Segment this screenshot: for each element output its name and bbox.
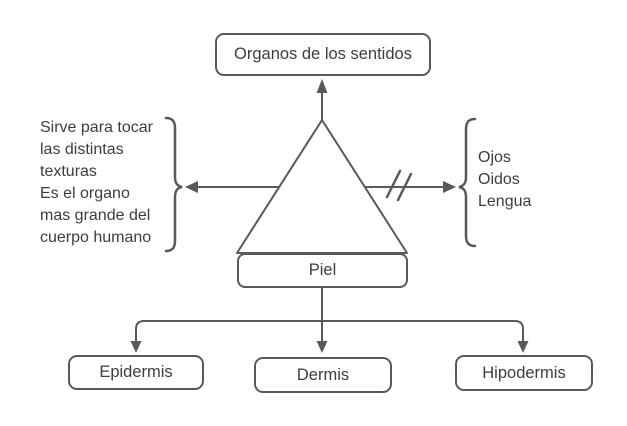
down-arrowhead-dermis-icon [316, 341, 328, 353]
right-note: Ojos Oidos Lengua [478, 147, 578, 213]
node-dermis-label: Dermis [296, 365, 350, 384]
node-hipodermis: Hipodermis [455, 355, 593, 391]
right-note-line: Ojos [478, 149, 511, 166]
node-piel-label: Piel [308, 261, 337, 279]
down-arrowhead-epidermis-icon [130, 341, 142, 353]
node-dermis: Dermis [254, 357, 392, 393]
node-organos-label: Organos de los sentidos [234, 45, 412, 63]
line-break-mark-icon [385, 169, 413, 202]
left-note-line: las distintas [40, 141, 124, 158]
right-arrowhead-icon [443, 181, 456, 193]
left-note-line: Sirve para tocar [40, 119, 153, 136]
up-arrowhead-icon [316, 79, 328, 93]
node-hipodermis-label: Hipodermis [482, 363, 566, 382]
left-note-line: mas grande del [40, 207, 151, 224]
left-note-line: texturas [40, 163, 97, 180]
left-arrowhead-icon [185, 181, 198, 193]
right-note-line: Oidos [478, 171, 520, 188]
left-note: Sirve para tocar las distintas texturas … [40, 117, 180, 249]
left-brace-icon [164, 116, 183, 253]
left-note-line: Es el organo [40, 185, 130, 202]
right-brace-icon [458, 117, 477, 248]
node-piel: Piel [237, 253, 408, 288]
connector-branch [135, 320, 524, 349]
node-organos-de-los-sentidos: Organos de los sentidos [215, 33, 431, 76]
node-epidermis-label: Epidermis [99, 363, 173, 381]
left-note-line: cuerpo humano [40, 229, 152, 246]
right-note-line: Lengua [478, 193, 532, 210]
node-epidermis: Epidermis [68, 355, 204, 390]
down-arrowhead-hipodermis-icon [517, 341, 529, 353]
